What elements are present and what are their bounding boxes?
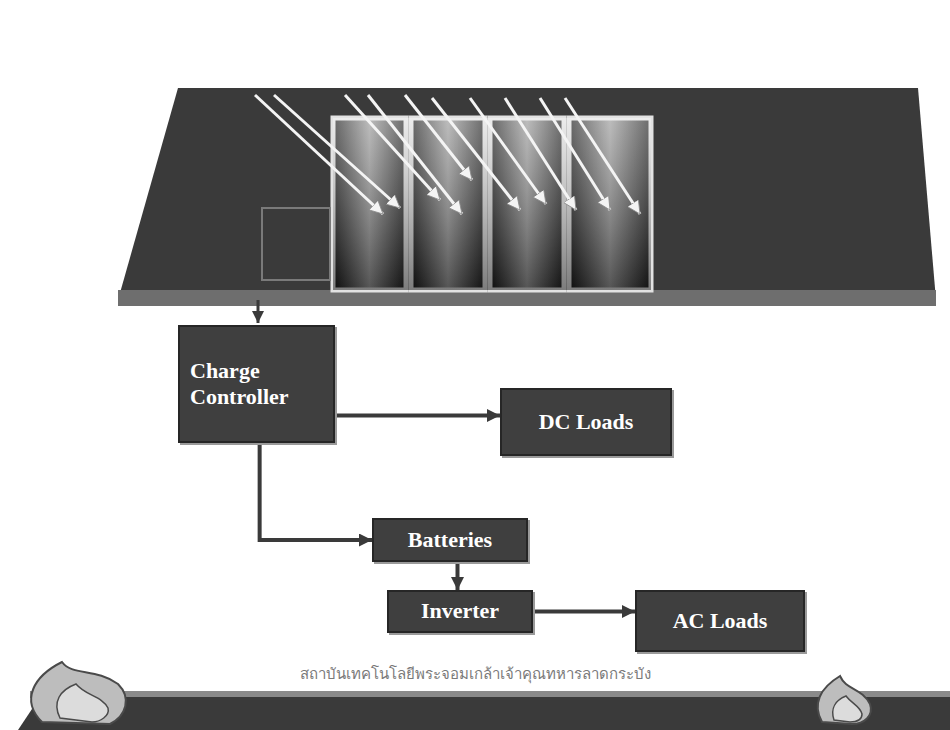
flame-ornament — [57, 684, 108, 722]
roof — [118, 88, 936, 300]
sun-ray — [368, 95, 462, 214]
flow-arrow — [260, 443, 372, 540]
box-label: DC Loads — [539, 409, 634, 435]
flow-arrow — [456, 562, 460, 590]
junction-box — [262, 208, 330, 280]
sun-ray — [565, 98, 640, 214]
feed-wire — [257, 300, 260, 323]
box-label: AC Loads — [673, 608, 768, 634]
sun-ray — [345, 95, 440, 200]
panel-shading — [333, 118, 651, 290]
watermark-text: สถาบันเทคโนโลยีพระจอมเกล้าเจ้าคุณทหารลาด… — [0, 662, 950, 686]
component-box: DC Loads — [500, 388, 672, 456]
flame-ornament — [818, 676, 871, 724]
sun-ray — [255, 95, 383, 214]
component-box: Inverter — [387, 590, 533, 633]
flame-ornament — [833, 696, 862, 722]
box-label: Inverter — [421, 598, 499, 624]
box-label: Charge Controller — [190, 358, 323, 411]
sun-ray — [470, 98, 546, 204]
sun-ray — [505, 98, 576, 210]
flame-ornament — [31, 662, 126, 724]
sun-ray — [432, 98, 520, 210]
flow-arrow — [533, 610, 635, 614]
component-box: Batteries — [372, 518, 528, 562]
component-box: Charge Controller — [178, 325, 335, 443]
box-label: Batteries — [408, 527, 492, 553]
flow-arrow — [335, 414, 500, 418]
ground — [18, 697, 950, 730]
component-box: AC Loads — [635, 590, 805, 652]
ground-edge — [30, 691, 950, 698]
